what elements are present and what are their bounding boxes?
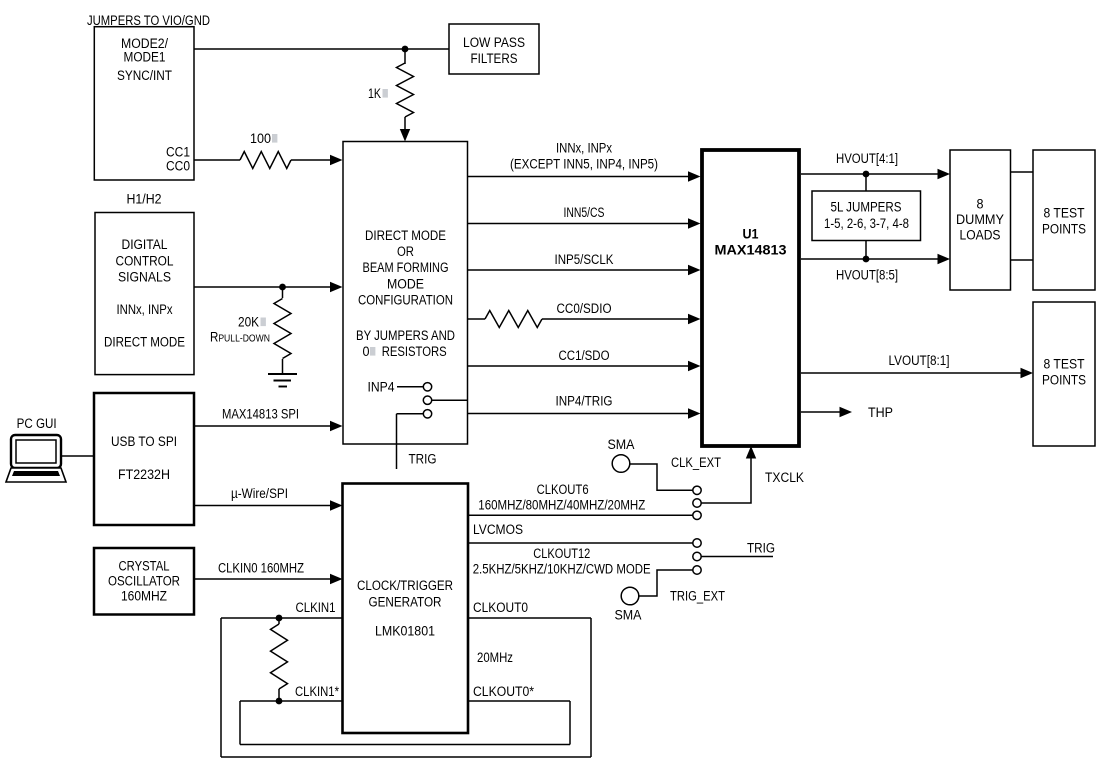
- svg-text:MODE1: MODE1: [124, 49, 166, 64]
- svg-text:CLKOUT0: CLKOUT0: [473, 600, 528, 615]
- svg-text:H1/H2: H1/H2: [127, 191, 162, 206]
- svg-text:1-5, 2-6, 3-7, 4-8: 1-5, 2-6, 3-7, 4-8: [824, 216, 909, 231]
- svg-text:CC0: CC0: [166, 158, 190, 173]
- svg-text:20MHz: 20MHz: [477, 650, 513, 665]
- svg-text:PC GUI: PC GUI: [17, 416, 57, 431]
- svg-text:INNx, INPx: INNx, INPx: [117, 302, 173, 317]
- svg-text:RPULL-DOWN: RPULL-DOWN: [210, 330, 270, 345]
- svg-text:SMA: SMA: [615, 607, 642, 622]
- svg-text:CLOCK/TRIGGER: CLOCK/TRIGGER: [357, 578, 453, 593]
- svg-text:INP4/TRIG: INP4/TRIG: [556, 393, 613, 408]
- svg-text:POINTS: POINTS: [1042, 372, 1086, 387]
- svg-text:CLKIN1: CLKIN1: [296, 600, 336, 615]
- svg-text:2.5KHZ/5KHZ/10KHZ/CWD MODE: 2.5KHZ/5KHZ/10KHZ/CWD MODE: [473, 561, 651, 576]
- svg-text:LVOUT[8:1]: LVOUT[8:1]: [889, 353, 950, 368]
- svg-text:20K: 20K: [238, 314, 259, 329]
- svg-text:SIGNALS: SIGNALS: [118, 269, 171, 284]
- svg-text:160MHZ/80MHZ/40MHZ/20MHZ: 160MHZ/80MHZ/40MHZ/20MHZ: [478, 497, 645, 512]
- svg-text:THP: THP: [868, 405, 893, 420]
- svg-text:LMK01801: LMK01801: [375, 623, 435, 638]
- svg-text:CONFIGURATION: CONFIGURATION: [358, 293, 453, 308]
- svg-text:CC1: CC1: [166, 144, 190, 159]
- svg-text:MODE2/: MODE2/: [121, 36, 168, 51]
- svg-text:0: 0: [363, 344, 370, 359]
- svg-text:CLKOUT0*: CLKOUT0*: [473, 684, 534, 699]
- svg-text:LOW PASS: LOW PASS: [463, 35, 525, 50]
- svg-text:5L JUMPERS: 5L JUMPERS: [831, 199, 902, 214]
- svg-text:INP5/SCLK: INP5/SCLK: [555, 252, 614, 267]
- svg-text:DIGITAL: DIGITAL: [122, 237, 168, 252]
- svg-text:8 TEST: 8 TEST: [1044, 205, 1085, 220]
- svg-text:100: 100: [250, 131, 271, 146]
- svg-text:OR: OR: [397, 244, 414, 259]
- svg-text:INNx, INPx: INNx, INPx: [556, 140, 612, 155]
- svg-text:CLKIN0 160MHZ: CLKIN0 160MHZ: [218, 560, 304, 575]
- svg-text:LVCMOS: LVCMOS: [473, 522, 523, 537]
- svg-text:TRIG: TRIG: [409, 452, 437, 467]
- svg-text:MODE: MODE: [387, 276, 424, 291]
- svg-text:DUMMY: DUMMY: [956, 212, 1004, 227]
- svg-text:TRIG_EXT: TRIG_EXT: [670, 588, 725, 603]
- svg-text:SYNC/INT: SYNC/INT: [117, 68, 172, 83]
- svg-text:160MHZ: 160MHZ: [121, 588, 167, 603]
- svg-text:CRYSTAL: CRYSTAL: [119, 558, 170, 573]
- svg-text:INN5/CS: INN5/CS: [564, 205, 605, 220]
- svg-text:HVOUT[8:5]: HVOUT[8:5]: [836, 267, 898, 282]
- svg-text:U1: U1: [743, 226, 760, 241]
- svg-text:JUMPERS TO VIO/GND: JUMPERS TO VIO/GND: [87, 13, 210, 28]
- svg-text:SMA: SMA: [608, 437, 635, 452]
- svg-text:RESISTORS: RESISTORS: [382, 344, 447, 359]
- svg-text:OSCILLATOR: OSCILLATOR: [108, 573, 180, 588]
- svg-text:USB TO SPI: USB TO SPI: [111, 434, 177, 449]
- svg-text:TRIG: TRIG: [747, 540, 775, 555]
- svg-text:CC1/SDO: CC1/SDO: [559, 348, 610, 363]
- svg-text:8 TEST: 8 TEST: [1044, 356, 1085, 371]
- svg-text:CLK_EXT: CLK_EXT: [671, 455, 721, 470]
- svg-text:MAX14813 SPI: MAX14813 SPI: [222, 406, 299, 421]
- svg-text:FILTERS: FILTERS: [471, 51, 518, 66]
- svg-text:CLKIN1*: CLKIN1*: [295, 684, 339, 699]
- svg-text:(EXCEPT INN5, INP4, INP5): (EXCEPT INN5, INP4, INP5): [510, 156, 658, 171]
- svg-text:CLKOUT6: CLKOUT6: [537, 482, 589, 497]
- svg-text:CONTROL: CONTROL: [116, 253, 174, 268]
- svg-text:BEAM FORMING: BEAM FORMING: [363, 260, 449, 275]
- svg-text:POINTS: POINTS: [1042, 221, 1086, 236]
- svg-text:CLKOUT12: CLKOUT12: [533, 546, 590, 561]
- svg-text:CC0/SDIO: CC0/SDIO: [557, 301, 612, 316]
- svg-text:DIRECT MODE: DIRECT MODE: [104, 334, 185, 349]
- svg-text:LOADS: LOADS: [960, 227, 1001, 242]
- svg-text:FT2232H: FT2232H: [118, 467, 170, 482]
- svg-text:MAX14813: MAX14813: [715, 242, 787, 257]
- svg-text:1K: 1K: [368, 86, 381, 101]
- svg-text:µ-Wire/SPI: µ-Wire/SPI: [231, 486, 288, 501]
- svg-text:GENERATOR: GENERATOR: [369, 594, 442, 609]
- svg-text:HVOUT[4:1]: HVOUT[4:1]: [836, 151, 898, 166]
- svg-text:DIRECT MODE: DIRECT MODE: [365, 228, 446, 243]
- svg-text:INP4: INP4: [368, 379, 395, 394]
- svg-text:8: 8: [977, 196, 984, 211]
- svg-text:BY JUMPERS AND: BY JUMPERS AND: [356, 328, 455, 343]
- svg-text:TXCLK: TXCLK: [765, 470, 804, 485]
